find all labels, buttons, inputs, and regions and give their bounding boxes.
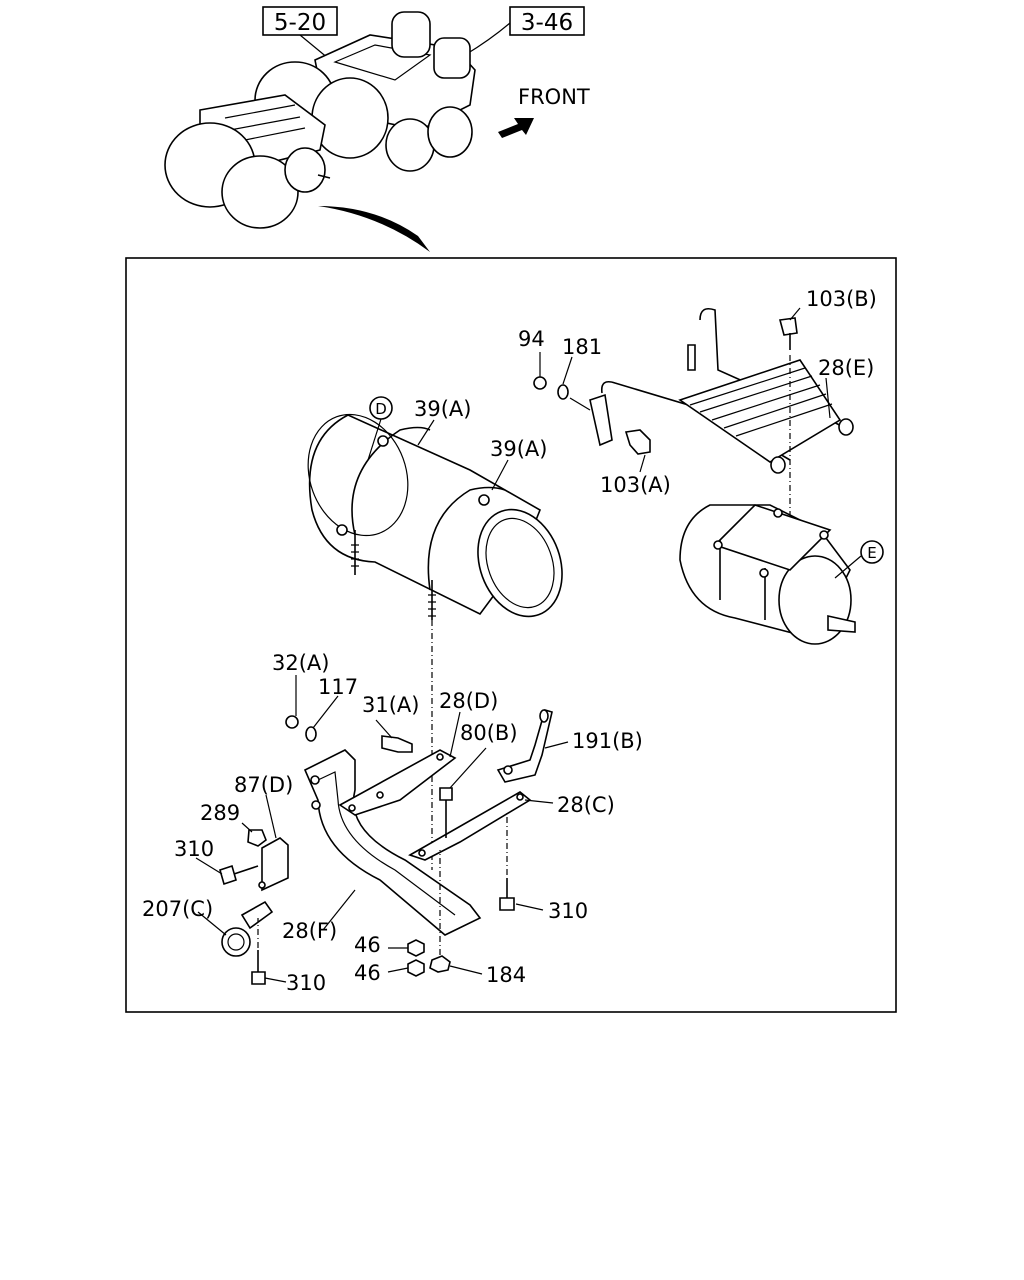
callout-d: D [375,400,387,418]
bolt-310-left [219,864,237,886]
nut-32a [285,715,299,729]
overview-canister-1 [391,11,431,58]
bolt-80b [439,787,453,801]
label-46-lower: 46 [354,961,381,985]
overview-assembly: 5-20 3-46 FRONT [164,6,590,252]
tank-e-mount [713,504,832,571]
label-181: 181 [562,335,602,359]
strap-191b [496,709,553,783]
callout-e: E [867,544,876,562]
label-28e: 28(E) [818,356,874,380]
step-tread [678,359,842,463]
label-103a: 103(A) [600,473,671,497]
nut-289 [247,829,267,847]
plate-87d [261,837,289,892]
overview-canister-2 [433,37,471,79]
leader-lines [195,307,831,983]
label-28c: 28(C) [557,793,615,817]
step-bracket [589,393,613,447]
label-103b: 103(B) [806,287,877,311]
label-46-upper: 46 [354,933,381,957]
tank-e-fitting [827,615,856,633]
label-39a-2: 39(A) [490,437,547,461]
bracket-28d [338,749,457,816]
label-289: 289 [200,801,240,825]
label-191b: 191(B) [572,729,643,753]
detail-pointer-arrow-icon [318,206,430,252]
bracket-28c [408,791,532,861]
nut-46-lower [407,959,425,977]
label-94: 94 [518,327,545,351]
label-310-right: 310 [548,899,588,923]
label-207c: 207(C) [142,897,213,921]
tank-e [679,504,856,645]
label-28f: 28(F) [282,919,337,943]
bolt-103b [778,317,798,336]
front-label: FRONT [518,85,590,109]
bolt-310-bottom [251,971,266,985]
detail-frame [125,257,897,1013]
label-80b: 80(B) [460,721,518,745]
tank-strap-1 [351,426,431,536]
label-28d: 28(D) [439,689,498,713]
clamp-207c-tab [240,900,274,930]
ref-box-b [509,6,585,36]
step-frame-28e [589,307,854,474]
overview-tank-3 [221,155,299,229]
tank-d-end-cap [477,508,563,618]
tank-d [307,413,563,620]
label-310-bottom: 310 [286,971,326,995]
part-labels: 103(B) 94 181 28(E) 39(A) 39(A) 103(A) 3… [142,287,877,995]
ref-label-a: 5-20 [274,10,326,36]
bolt-103a [624,429,651,455]
label-310-left: 310 [174,837,214,861]
bracket-assembly [219,709,553,985]
ref-leader-b [464,22,511,56]
callout-circle-e [860,540,884,564]
washer-181 [557,384,569,400]
nut-184 [429,955,451,973]
label-32a: 32(A) [272,651,329,675]
label-87d: 87(D) [234,773,293,797]
bolt-310-right [499,897,515,911]
clamp-207c [221,927,251,957]
washer-117 [305,726,317,742]
nut-46-upper [407,939,425,957]
bolt-31a [381,735,413,753]
label-31a: 31(A) [362,693,419,717]
label-184: 184 [486,963,526,987]
ref-label-b: 3-46 [521,10,573,36]
label-117: 117 [318,675,358,699]
front-arrow-icon [498,118,534,138]
label-39a-1: 39(A) [414,397,471,421]
nut-94 [533,376,547,390]
